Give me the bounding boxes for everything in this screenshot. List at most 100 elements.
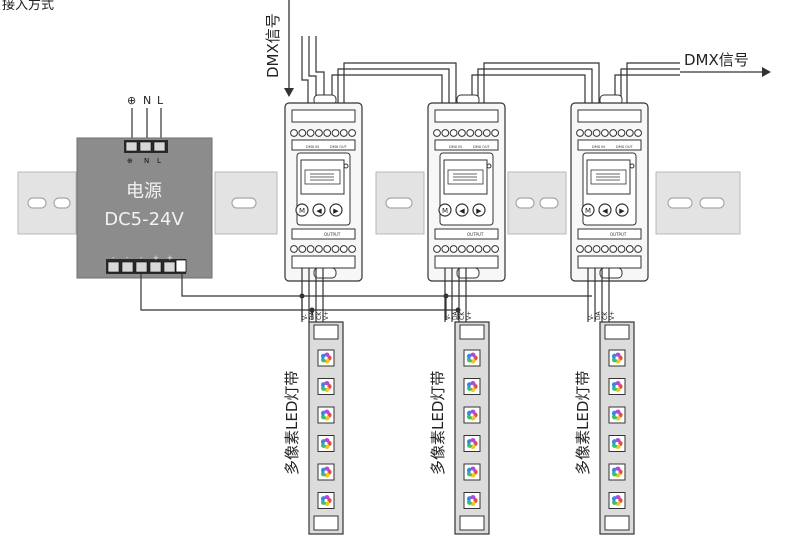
terminal-screw [449,245,458,253]
strip-end-cap [313,324,339,340]
led-pixel-center [615,441,619,446]
left-button[interactable] [312,203,326,217]
output-label: OUTPUT [467,232,484,237]
strip-end-cap [459,324,485,340]
output-label-bar [577,228,642,240]
mode-button[interactable] [295,203,309,217]
mode-button[interactable] [581,203,595,217]
status-led [629,163,635,169]
terminal-screw [474,245,483,253]
led-pixel-center [324,413,328,417]
led-strip-label: 多像素LED灯带 [574,371,592,475]
terminal-screw [306,245,315,253]
led-strips: 多像素LED灯带 多像素LED灯带 多像素LED灯带 [283,321,635,535]
right-button[interactable] [329,203,343,217]
dc-terminal-label: - [112,254,115,262]
terminal-screw [306,129,315,137]
terminal-screw [617,245,626,253]
dc-terminal [107,261,120,273]
ac-terminal-label-ground: ⊕ [127,157,133,165]
led-strip: 多像素LED灯带 [429,321,490,535]
output-label: OUTPUT [324,232,341,237]
strip-end-cap [604,324,630,340]
led-pixel-center [324,356,328,360]
top-label-bar [577,139,642,151]
terminal-screw [433,129,441,137]
terminal-screw [609,129,618,137]
ac-terminal [125,141,138,152]
right-button[interactable] [615,203,629,217]
led-pixel-center [470,356,474,360]
output-pin-label: V- [302,314,309,320]
terminal-screw [592,245,601,253]
led-strip-label: 多像素LED灯带 [283,371,301,475]
controller-clip-bottom [313,267,337,279]
power-supply-body [76,137,213,279]
mode-button[interactable] [438,203,452,217]
terminal-screw [323,245,332,253]
left-button-label: ◀ [602,207,608,215]
led-pixel-center [615,498,619,503]
power-supply-voltage: DC5-24V [104,209,184,230]
led-pixel-center [615,356,619,360]
dc-terminal-label: - [140,254,143,262]
terminal-screw [458,245,466,253]
mode-button-label: M [442,207,448,215]
led-pixel-center [324,441,328,446]
top-terminal-strip [577,109,642,123]
dmx-out-label: DMX OUT [330,145,348,149]
dmx-output-label: DMX信号 [684,51,749,69]
terminal-screw [348,129,357,137]
din-rail-slot [27,197,47,209]
ac-label-live: L [157,94,164,107]
terminal-screw [458,129,466,137]
led-strip: 多像素LED灯带 [283,321,344,535]
top-terminal-strip [291,109,356,123]
ac-label-ground: ⊕ [127,94,136,107]
din-rail [17,171,741,235]
terminal-screw [331,129,340,137]
terminal-screw [482,129,491,137]
din-rail-slot [385,197,413,209]
strip-end-cap [459,515,485,531]
ac-terminal [139,141,152,152]
terminal-screw [625,129,634,137]
dc-terminal-label: + [153,254,159,262]
output-label: OUTPUT [610,232,627,237]
terminal-screw [601,129,609,137]
led-pixel-center [324,384,328,389]
dc-terminal-extra [175,259,187,273]
din-rail-slot [699,197,725,209]
right-button[interactable] [472,203,486,217]
terminal-screw [584,245,593,253]
terminal-screw [315,245,323,253]
terminal-screw [441,129,450,137]
terminal-screw [576,245,584,253]
strip-end-cap [604,515,630,531]
bottom-terminal-strip [291,255,356,269]
din-rail-slot [515,197,535,209]
dmx-input-arrowhead [284,88,294,97]
terminal-screw [466,129,475,137]
left-button[interactable] [598,203,612,217]
mode-button-label: M [299,207,305,215]
din-rail-slot [667,197,693,209]
terminal-screw [348,245,357,253]
right-button-label: ▶ [619,207,625,215]
terminal-screw [441,245,450,253]
led-pixel-center [615,413,619,417]
output-pin-label: DA [595,310,602,320]
dmx-in-label: DMX IN [306,145,319,149]
terminal-screw [634,245,642,253]
terminal-screw [331,245,340,253]
status-led [343,163,349,169]
right-button-label: ▶ [333,207,339,215]
left-button[interactable] [455,203,469,217]
output-pin-label: CK [459,311,466,320]
din-rail-slot [539,197,559,209]
power-supply-title: 电源 [126,181,162,202]
ac-terminal-label-n: N [144,157,149,165]
led-pixel-center [324,470,328,474]
right-button-label: ▶ [476,207,482,215]
